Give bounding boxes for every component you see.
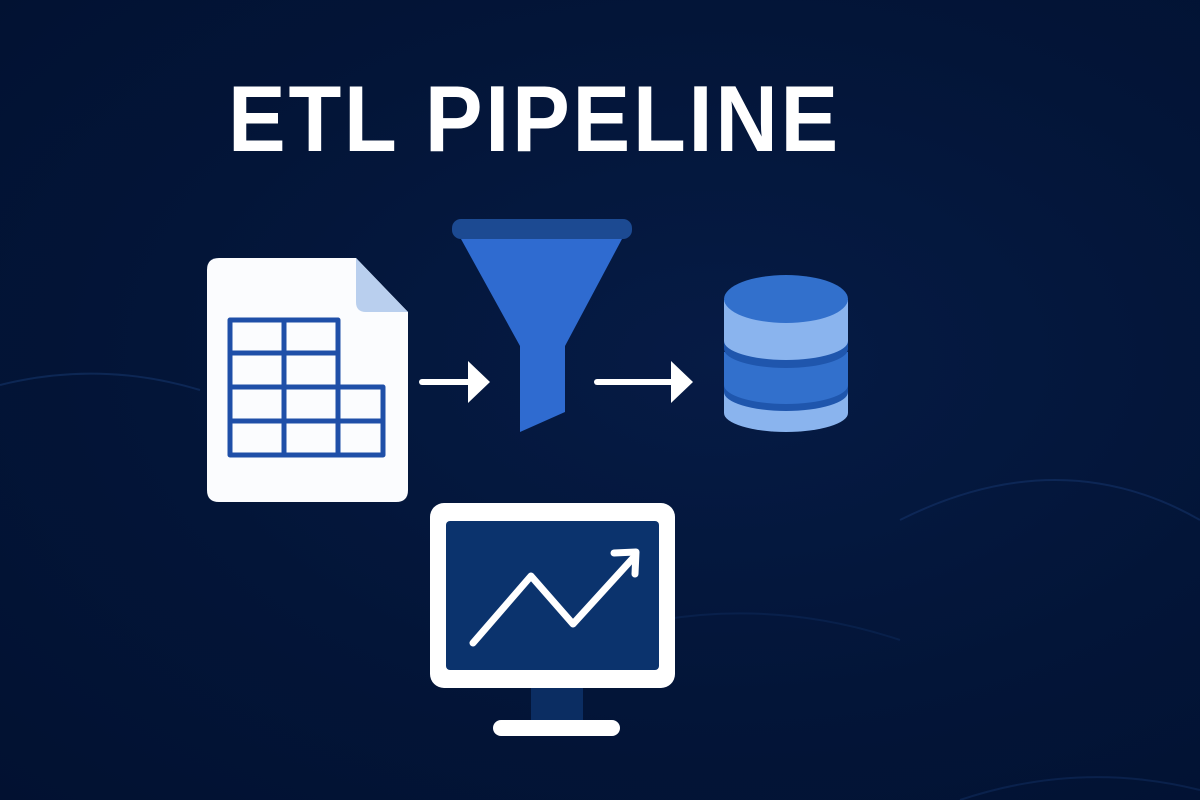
diagram-title: ETL PIPELINE (228, 66, 841, 171)
